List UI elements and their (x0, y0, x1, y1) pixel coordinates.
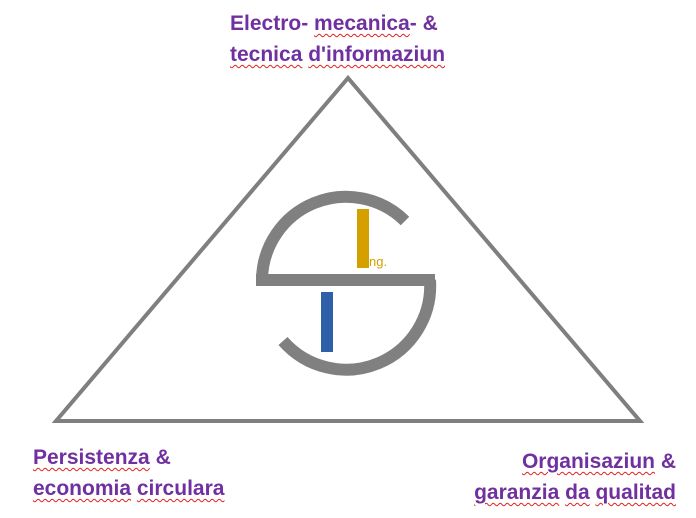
label-word: Persistenza (33, 446, 150, 469)
label-word: economia (33, 477, 132, 500)
logo-ing-text: ng. (369, 254, 388, 269)
logo-s-mark (256, 190, 437, 376)
top-label-line2: tecnica d'informaziun (230, 39, 445, 70)
logo-top-arc (256, 190, 410, 281)
label-word: Electro- (230, 12, 315, 35)
right-label-line2: garanzia da qualitad (474, 477, 676, 508)
label-word: Organisaziun (521, 450, 655, 473)
label-word: & (655, 450, 676, 473)
label-word: circulara (136, 477, 225, 500)
label-word: garanzia (474, 481, 560, 504)
right-label: Organisaziun & garanzia da qualitad (474, 446, 676, 508)
right-label-line1: Organisaziun & (474, 446, 676, 477)
logo-bottom-arc (278, 279, 437, 376)
left-label: Persistenza & economia circulara (33, 442, 224, 504)
label-word: d'informaziun (308, 43, 446, 66)
label-word: - & (409, 12, 438, 35)
top-label: Electro- mecanica- & tecnica d'informazi… (230, 8, 445, 70)
label-word: da (565, 481, 590, 504)
label-word: mecanica (314, 12, 410, 35)
left-label-line2: economia circulara (33, 473, 224, 504)
label-word: qualitad (595, 481, 676, 504)
logo-blue-bar (321, 292, 333, 352)
top-label-line1: Electro- mecanica- & (230, 8, 445, 39)
label-word: & (149, 446, 171, 469)
triangle (51, 74, 645, 423)
logo-gold-bar (357, 209, 369, 268)
label-word: tecnica (230, 43, 303, 66)
left-label-line1: Persistenza & (33, 442, 224, 473)
